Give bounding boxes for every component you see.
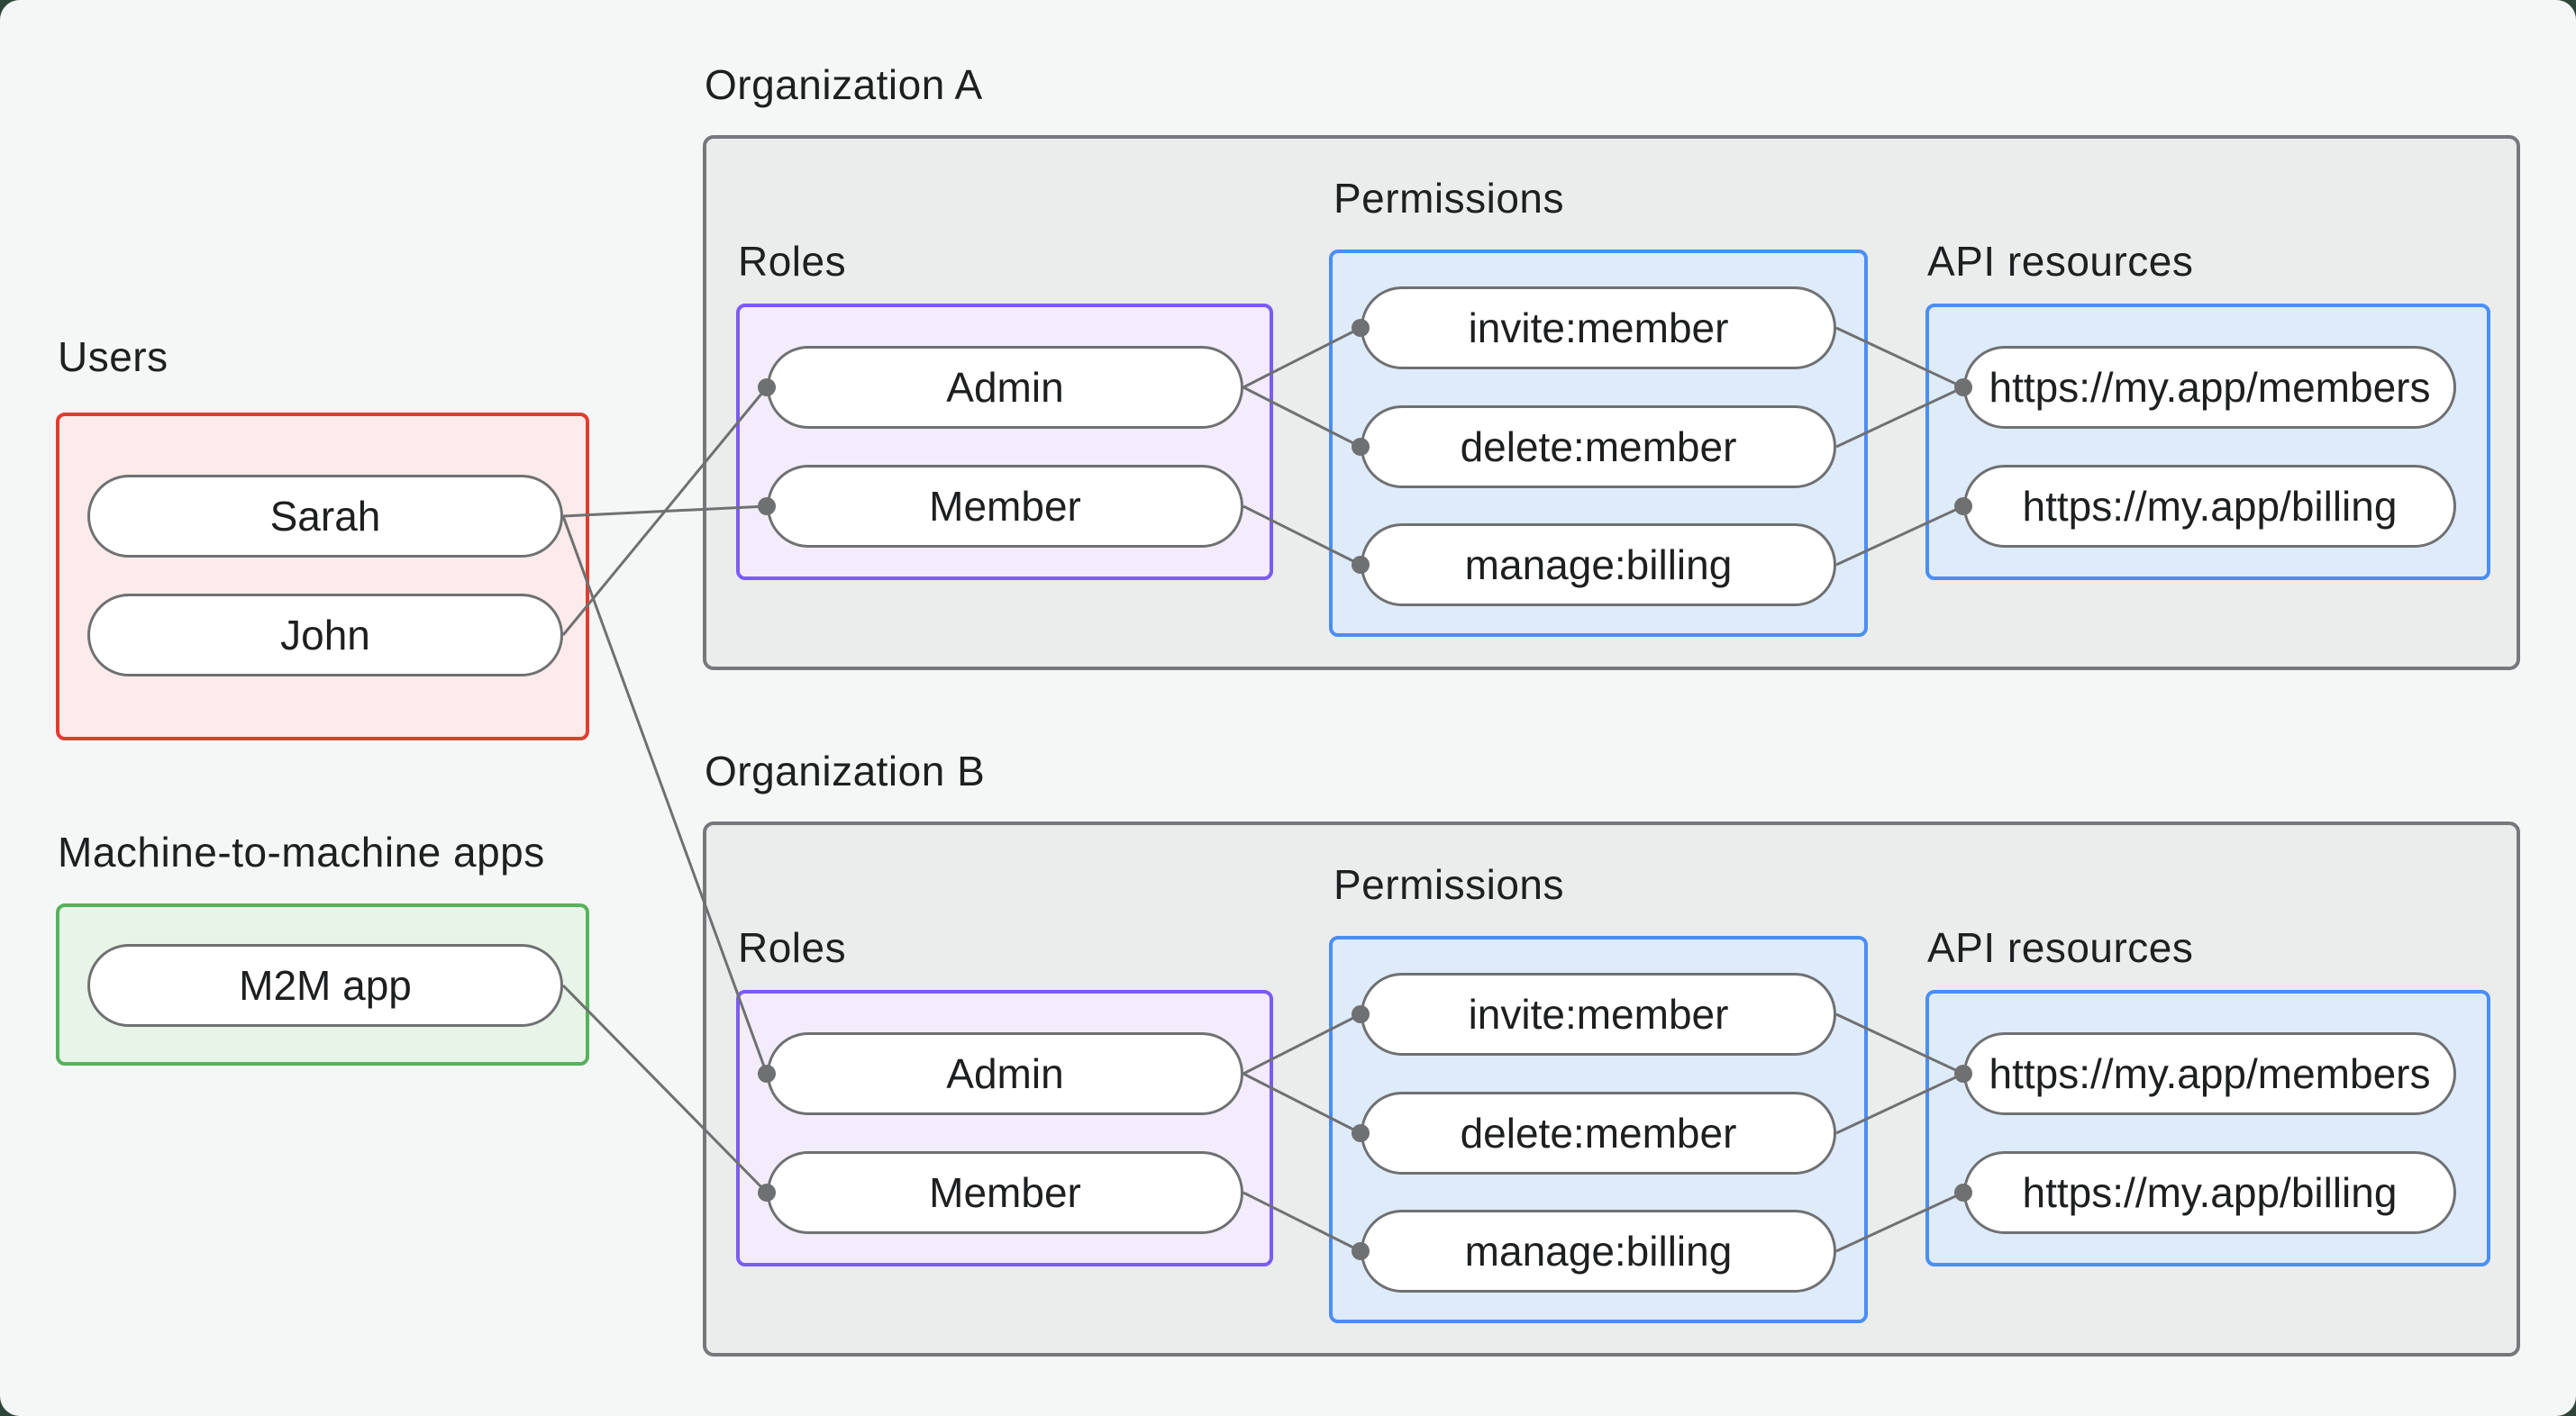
node-org-a-perm-manage-billing: manage:billing bbox=[1361, 523, 1836, 606]
node-org-a-api-members: https://my.app/members bbox=[1963, 346, 2456, 429]
node-org-b-perm-invite-member: invite:member bbox=[1361, 973, 1836, 1056]
node-org-b-perm-delete-member: delete:member bbox=[1361, 1092, 1836, 1175]
node-m2m-app: M2M app bbox=[87, 944, 563, 1027]
org-b-roles-label: Roles bbox=[738, 924, 847, 971]
node-org-b-api-members: https://my.app/members bbox=[1963, 1032, 2456, 1115]
org-a-title: Organization A bbox=[705, 61, 983, 108]
node-org-b-perm-manage-billing: manage:billing bbox=[1361, 1210, 1836, 1293]
node-org-a-api-billing: https://my.app/billing bbox=[1963, 465, 2456, 548]
node-org-a-perm-invite-member: invite:member bbox=[1361, 286, 1836, 369]
org-b-api-label: API resources bbox=[1927, 924, 2194, 971]
org-b-title: Organization B bbox=[705, 748, 986, 794]
users-group-box bbox=[56, 413, 589, 740]
org-a-api-label: API resources bbox=[1927, 238, 2194, 285]
node-user-sarah: Sarah bbox=[87, 475, 563, 558]
node-user-john: John bbox=[87, 594, 563, 676]
node-org-b-role-admin: Admin bbox=[767, 1032, 1243, 1115]
node-org-b-api-billing: https://my.app/billing bbox=[1963, 1151, 2456, 1234]
org-b-permissions-label: Permissions bbox=[1334, 861, 1565, 908]
node-org-a-role-member: Member bbox=[767, 465, 1243, 548]
node-org-b-role-member: Member bbox=[767, 1151, 1243, 1234]
node-org-a-perm-delete-member: delete:member bbox=[1361, 405, 1836, 488]
org-a-permissions-label: Permissions bbox=[1334, 175, 1565, 222]
m2m-group-label: Machine-to-machine apps bbox=[58, 829, 545, 876]
node-org-a-role-admin: Admin bbox=[767, 346, 1243, 429]
users-group-label: Users bbox=[58, 333, 168, 380]
org-a-roles-label: Roles bbox=[738, 238, 847, 285]
